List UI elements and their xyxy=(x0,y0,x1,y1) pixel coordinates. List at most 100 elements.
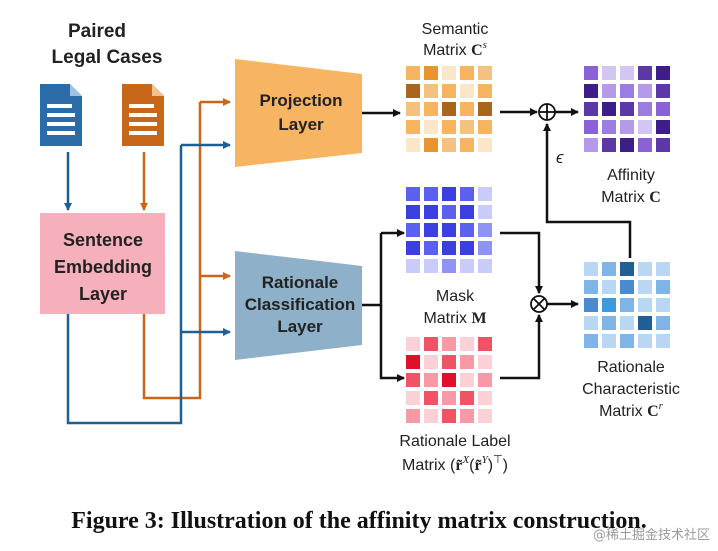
matrix-cell xyxy=(424,409,438,423)
matrix-cell xyxy=(424,120,438,134)
matrix-cell xyxy=(478,102,492,116)
matrix-cell xyxy=(424,355,438,369)
matrix-cell xyxy=(478,259,492,273)
matrix-cell xyxy=(442,102,456,116)
rationale-label-matrix xyxy=(406,337,492,423)
matrix-cell xyxy=(406,373,420,387)
matrix-cell xyxy=(460,223,474,237)
matrix-cell xyxy=(478,205,492,219)
matrix-cell xyxy=(620,280,634,294)
matrix-cell xyxy=(442,187,456,201)
matrix-cell xyxy=(442,337,456,351)
matrix-cell xyxy=(638,120,652,134)
matrix-cell xyxy=(478,84,492,98)
matrix-cell xyxy=(424,102,438,116)
matrix-cell xyxy=(424,241,438,255)
projection-layer-line-2: Layer xyxy=(278,115,324,134)
projection-layer-line-1: Projection xyxy=(259,91,342,110)
matrix-cell xyxy=(602,66,616,80)
arrow-mask-mul xyxy=(500,231,543,294)
matrix-cell xyxy=(584,84,598,98)
arrow-label-mul xyxy=(500,314,543,380)
matrix-cell xyxy=(656,262,670,276)
matrix-cell xyxy=(584,66,598,80)
matrix-cell xyxy=(442,409,456,423)
matrix-cell xyxy=(406,409,420,423)
matrix-cell xyxy=(584,102,598,116)
matrix-cell xyxy=(442,120,456,134)
matrix-cell xyxy=(442,373,456,387)
matrix-cell xyxy=(656,66,670,80)
sentence-embedding-line-2: Embedding xyxy=(54,257,152,277)
matrix-cell xyxy=(442,138,456,152)
matrix-cell xyxy=(406,337,420,351)
rationale-char-label-1: Rationale xyxy=(597,359,665,376)
matrix-cell xyxy=(442,259,456,273)
mask-matrix-label-2: Matrix M xyxy=(423,310,486,327)
matrix-cell xyxy=(406,241,420,255)
matrix-cell xyxy=(424,373,438,387)
orange-routing-line xyxy=(142,102,202,400)
matrix-cell xyxy=(602,316,616,330)
matrix-cell xyxy=(460,259,474,273)
matrix-cell xyxy=(406,259,420,273)
matrix-cell xyxy=(638,280,652,294)
matrix-cell xyxy=(478,355,492,369)
matrix-cell xyxy=(442,84,456,98)
affinity-matrix xyxy=(584,66,670,152)
matrix-cell xyxy=(424,391,438,405)
matrix-cell xyxy=(602,120,616,134)
matrix-cell xyxy=(478,138,492,152)
matrix-cell xyxy=(478,66,492,80)
matrix-cell xyxy=(424,84,438,98)
semantic-matrix-label-1: Semantic xyxy=(422,21,489,38)
figure-caption: Figure 3: Illustration of the affinity m… xyxy=(71,508,647,534)
matrix-cell xyxy=(406,205,420,219)
rationale-characteristic-matrix xyxy=(584,262,670,348)
matrix-cell xyxy=(424,66,438,80)
matrix-cell xyxy=(638,66,652,80)
matrix-cell xyxy=(460,205,474,219)
matrix-cell xyxy=(620,102,634,116)
matrix-cell xyxy=(638,298,652,312)
matrix-cell xyxy=(406,66,420,80)
matrix-cell xyxy=(442,355,456,369)
matrix-cell xyxy=(460,391,474,405)
matrix-cell xyxy=(406,223,420,237)
matrix-cell xyxy=(656,280,670,294)
mask-matrix xyxy=(406,187,492,273)
matrix-cell xyxy=(656,298,670,312)
mask-matrix-label-1: Mask xyxy=(436,288,475,305)
matrix-cell xyxy=(620,84,634,98)
matrix-cell xyxy=(406,138,420,152)
matrix-cell xyxy=(424,205,438,219)
projection-layer-block xyxy=(235,59,362,167)
matrix-cell xyxy=(424,259,438,273)
multiply-operator xyxy=(530,295,548,313)
rationale-classification-line-2: Classification xyxy=(245,295,356,314)
matrix-cell xyxy=(656,84,670,98)
matrix-cell xyxy=(638,316,652,330)
matrix-cell xyxy=(620,262,634,276)
add-operator xyxy=(538,103,556,121)
matrix-cell xyxy=(620,334,634,348)
matrix-cell xyxy=(478,337,492,351)
rationale-classification-line-3: Layer xyxy=(277,317,323,336)
matrix-cell xyxy=(602,298,616,312)
watermark: @稀土掘金技术社区 xyxy=(592,528,710,543)
matrix-cell xyxy=(460,409,474,423)
matrix-cell xyxy=(638,138,652,152)
matrix-cell xyxy=(584,280,598,294)
matrix-cell xyxy=(460,241,474,255)
matrix-cell xyxy=(478,241,492,255)
rationale-classification-line-1: Rationale xyxy=(262,273,339,292)
rationale-classification-block xyxy=(235,251,362,360)
matrix-cell xyxy=(460,355,474,369)
matrix-cell xyxy=(460,102,474,116)
matrix-cell xyxy=(478,373,492,387)
matrix-cell xyxy=(406,187,420,201)
matrix-cell xyxy=(584,298,598,312)
matrix-cell xyxy=(602,138,616,152)
matrix-cell xyxy=(638,84,652,98)
